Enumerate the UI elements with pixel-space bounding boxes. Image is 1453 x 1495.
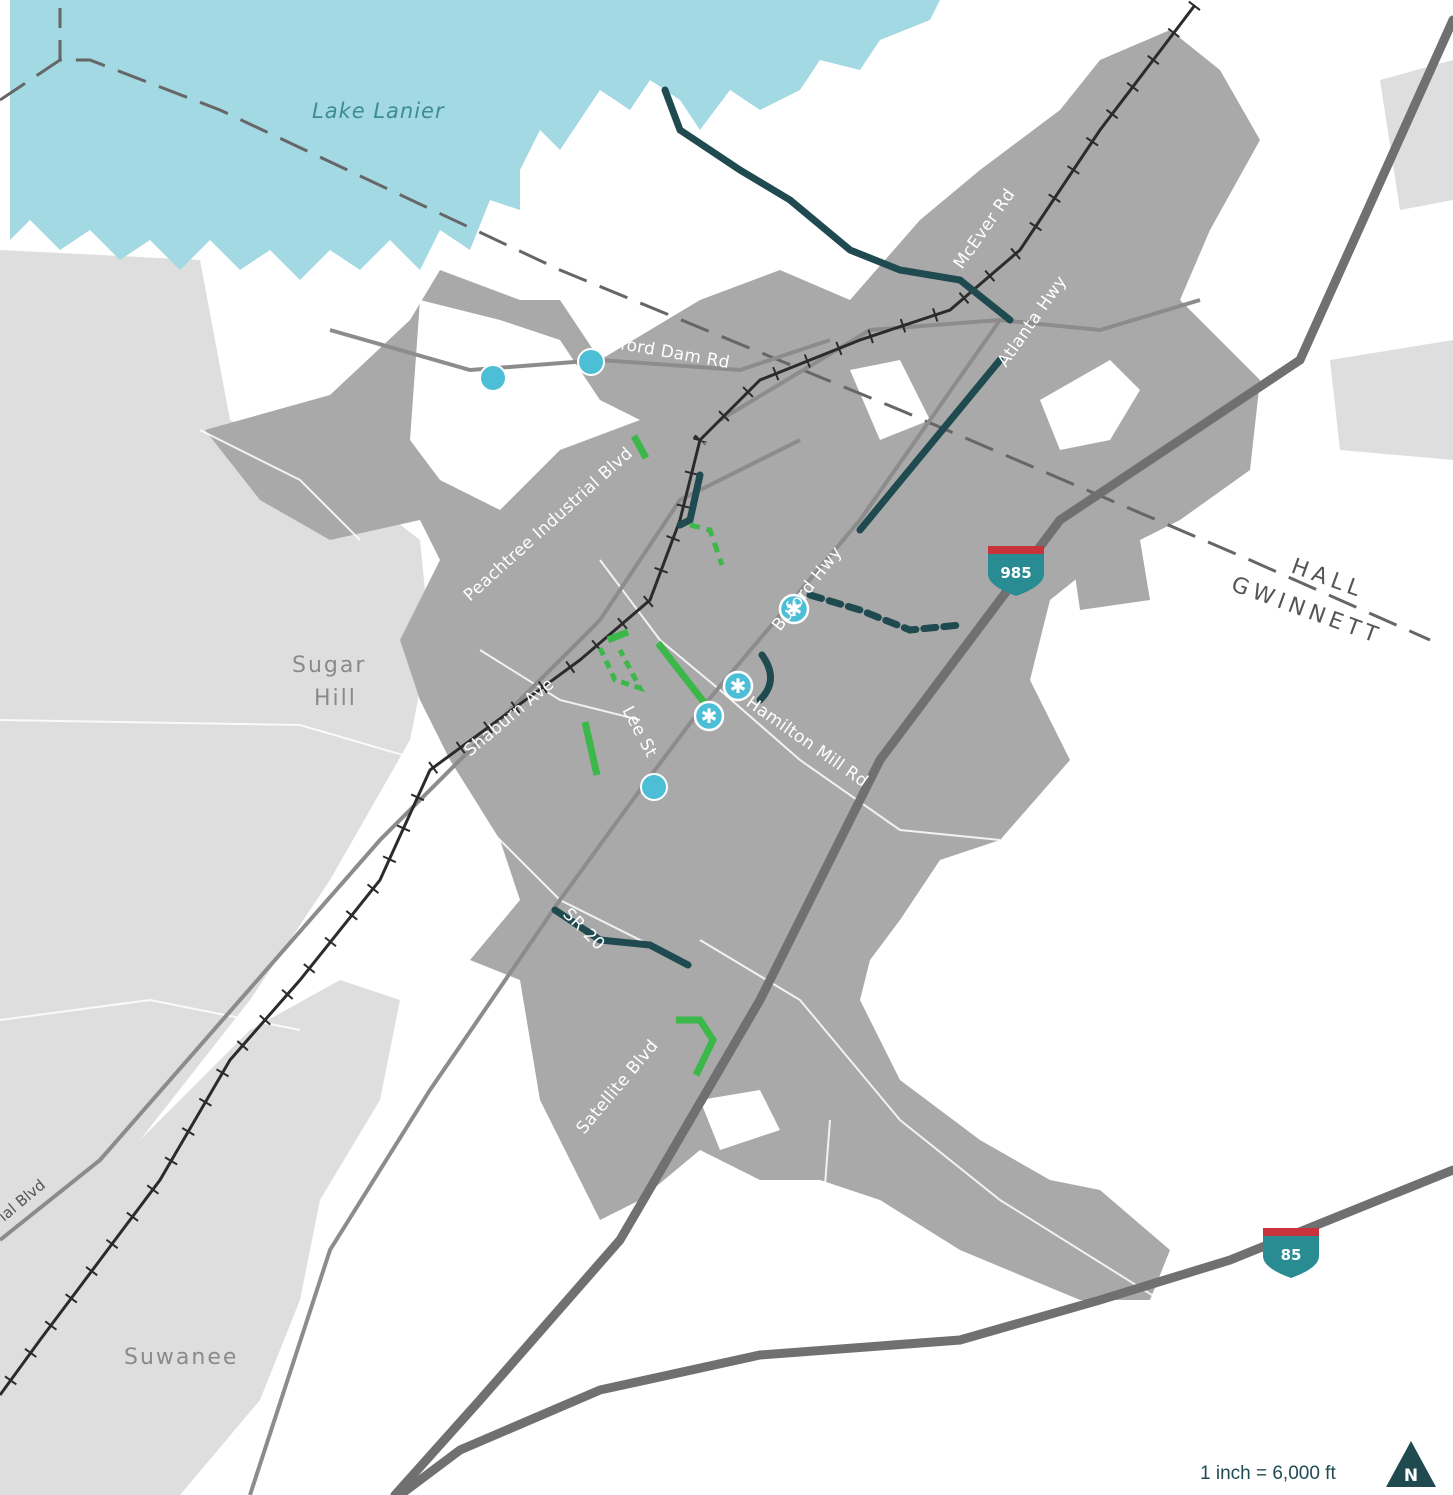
intersection-marker: ✱ — [778, 593, 810, 625]
ne-area-2 — [1330, 340, 1453, 460]
lake-label: Lake Lanier — [312, 99, 445, 123]
buford-hwy-road — [248, 318, 1002, 1495]
suwanee-label: Suwanee — [124, 1345, 238, 1370]
county-line — [0, 58, 1431, 642]
svg-text:✱: ✱ — [786, 597, 803, 621]
hole-north — [410, 300, 640, 510]
green-project-shaburn — [606, 628, 630, 644]
i85-road — [395, 1165, 1453, 1495]
i85-label: 85 — [1281, 1246, 1302, 1264]
city-east-pocket — [1070, 540, 1150, 610]
i985-road — [390, 15, 1453, 1495]
svg-text:✱: ✱ — [730, 674, 747, 698]
green-project-satellite — [676, 1016, 718, 1077]
sugar-hill-label-2: Hill — [314, 686, 357, 711]
intersection-marker: ✱ — [693, 700, 725, 732]
green-project-dashed-2 — [597, 646, 646, 693]
green-project-north — [630, 434, 650, 460]
north-arrow-label: N — [1404, 1466, 1418, 1486]
sugar-hill-label-1: Sugar — [292, 653, 366, 678]
intersection-marker: ✱ — [722, 670, 754, 702]
dark-projects — [551, 86, 1014, 969]
railroad — [0, 0, 1201, 1400]
north-arrow-icon: N — [1386, 1441, 1436, 1487]
dark-project-north — [661, 86, 1014, 324]
dark-project-atlanta-hwy — [856, 356, 1004, 534]
dark-project-dashed — [806, 591, 964, 634]
hole-ne — [1040, 360, 1140, 450]
dark-project-hamilton — [756, 651, 774, 704]
green-project-lee-st — [655, 640, 713, 713]
dark-project-sr20 — [551, 906, 692, 969]
i85-shield: 85 — [1263, 1228, 1319, 1278]
suwanee-area — [0, 980, 400, 1495]
svg-text:✱: ✱ — [701, 704, 718, 728]
point-marker — [479, 364, 507, 392]
hole-south — [700, 1090, 780, 1150]
scale-label: 1 inch = 6,000 ft — [1200, 1463, 1336, 1484]
i985-shield: 985 — [988, 546, 1044, 596]
lake-water — [10, 0, 940, 280]
green-project-west — [581, 721, 601, 776]
point-marker — [577, 348, 605, 376]
interstates — [390, 15, 1453, 1495]
point-features: ✱ ✱ ✱ — [479, 348, 810, 801]
green-projects — [581, 434, 725, 1077]
hole-east-1 — [850, 360, 930, 440]
rail-line — [0, 4, 1197, 1396]
peachtree-industrial-road — [0, 438, 801, 1242]
ne-area — [1380, 60, 1453, 210]
lake-lanier — [10, 0, 940, 280]
green-project-dashed-1 — [689, 522, 725, 566]
unincorporated-holes — [410, 300, 1140, 1150]
point-marker — [640, 773, 668, 801]
dark-project-pib — [676, 471, 704, 529]
i985-label: 985 — [1000, 564, 1031, 582]
